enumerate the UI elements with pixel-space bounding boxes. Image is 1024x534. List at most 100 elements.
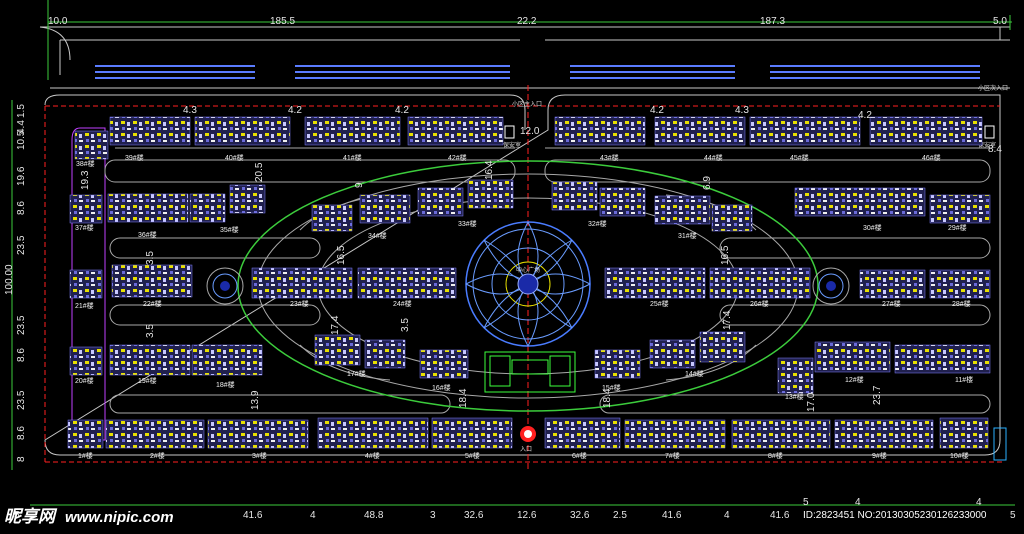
inner-dim: 4.3 [183, 105, 197, 116]
building [431, 417, 513, 449]
building-label: 15#楼 [602, 383, 621, 392]
building-label: 22#楼 [143, 299, 162, 308]
building [304, 116, 401, 146]
bottom-dim: 32.6 [464, 510, 484, 521]
building [357, 267, 457, 299]
building [624, 419, 726, 449]
building [467, 179, 514, 209]
building-label: 23#楼 [290, 299, 309, 308]
building-label: 19#楼 [138, 376, 157, 385]
inner-dim: 19.3 [80, 170, 91, 190]
inner-dim: 9 [354, 182, 365, 188]
top-dim: 5.0 [993, 16, 1007, 27]
building [749, 116, 861, 146]
guard-house [984, 125, 995, 139]
building [731, 419, 831, 449]
left-dim: 23.5 [16, 390, 27, 410]
inner-dim: 12.0 [520, 126, 540, 137]
building [711, 204, 753, 232]
building [594, 349, 641, 379]
south-gate: 入口 [520, 426, 536, 453]
guard-label: 保安室 [978, 141, 996, 149]
building-label: 38#楼 [76, 159, 95, 168]
building [111, 264, 193, 298]
building [67, 419, 104, 449]
building-label: 29#楼 [948, 223, 967, 232]
guard-house [504, 125, 515, 139]
building [834, 419, 934, 449]
building [69, 346, 103, 376]
clubhouse [484, 351, 576, 393]
building-label: 13#楼 [785, 392, 804, 401]
building [191, 344, 263, 376]
inner-dim: 3.5 [400, 318, 411, 332]
bottom-dim: 41.6 [243, 510, 263, 521]
top-dim: 185.5 [270, 16, 295, 27]
top-road [39, 26, 1010, 89]
bottom-dim: 41.6 [662, 510, 682, 521]
left-dim: 1.5 [16, 104, 27, 118]
building-label: 9#楼 [872, 451, 887, 460]
bottom-dim: 5 [803, 497, 809, 508]
building-label: 31#楼 [678, 231, 697, 240]
bottom-dim: 12.6 [517, 510, 537, 521]
bottom-dim: 4 [976, 497, 982, 508]
left-dim: 23.5 [16, 235, 27, 255]
building-label: 10#楼 [950, 451, 969, 460]
building [544, 417, 621, 449]
building [604, 267, 706, 299]
building-label: 44#楼 [704, 153, 723, 162]
left-dim: 23.5 [16, 315, 27, 335]
left-dim: 19.6 [16, 166, 27, 186]
building [251, 267, 353, 299]
building [74, 130, 109, 160]
bottom-dim: 5 [1010, 510, 1016, 521]
building-label: 2#楼 [150, 451, 165, 460]
interior-roads [104, 147, 991, 414]
plaza-label: 中心广场 [516, 266, 540, 274]
building-label: 5#楼 [465, 451, 480, 460]
top-dim: 22.2 [517, 16, 537, 27]
inner-dim: 4.2 [395, 105, 409, 116]
north-gate-label: 小区主入口 [512, 100, 542, 108]
building [189, 193, 226, 223]
building [109, 116, 191, 146]
bottom-dim: 41.6 [770, 510, 790, 521]
building [69, 194, 103, 224]
building-label: 41#楼 [343, 153, 362, 162]
building [649, 339, 696, 369]
west-plaza [206, 267, 244, 305]
building [894, 344, 991, 374]
building [317, 417, 429, 449]
left-dim: 8.6 [16, 201, 27, 215]
inner-dim: 8.4 [988, 144, 1002, 155]
building [314, 334, 361, 366]
bottom-dim: 5 [14, 510, 20, 521]
bottom-dim: 4 [724, 510, 730, 521]
building-label: 40#楼 [225, 153, 244, 162]
inner-dim: 4.2 [858, 110, 872, 121]
top-dim: 187.3 [760, 16, 785, 27]
building-label: 11#楼 [955, 375, 973, 384]
left-dim: 4.4 [16, 120, 27, 134]
building [105, 419, 205, 449]
building [814, 341, 891, 373]
left-dimensions: 1.5 4.4 10.5 19.6 8.6 23.5 100.00 23.5 8… [4, 104, 27, 462]
building-label: 21#楼 [75, 301, 94, 310]
bottom-dim: 2.5 [613, 510, 627, 521]
building [654, 116, 746, 146]
building [859, 269, 926, 299]
guard-label: 保安室 [503, 141, 521, 149]
bottom-dim: 3 [430, 510, 436, 521]
inner-dim: 17.0 [806, 392, 817, 412]
inner-dim: 23.7 [872, 385, 883, 405]
south-gate-label: 入口 [520, 446, 532, 453]
bottom-dimensions: 5 41.6 4 48.8 3 32.6 12.6 32.6 2.5 41.6 … [14, 497, 1016, 521]
inner-dim: 16.4 [484, 160, 495, 180]
building [551, 181, 598, 211]
building-label: 26#楼 [750, 299, 769, 308]
building-label: 24#楼 [393, 299, 412, 308]
building-label: 17#楼 [347, 369, 366, 378]
building-label: 1#楼 [78, 451, 93, 460]
building [709, 267, 811, 299]
